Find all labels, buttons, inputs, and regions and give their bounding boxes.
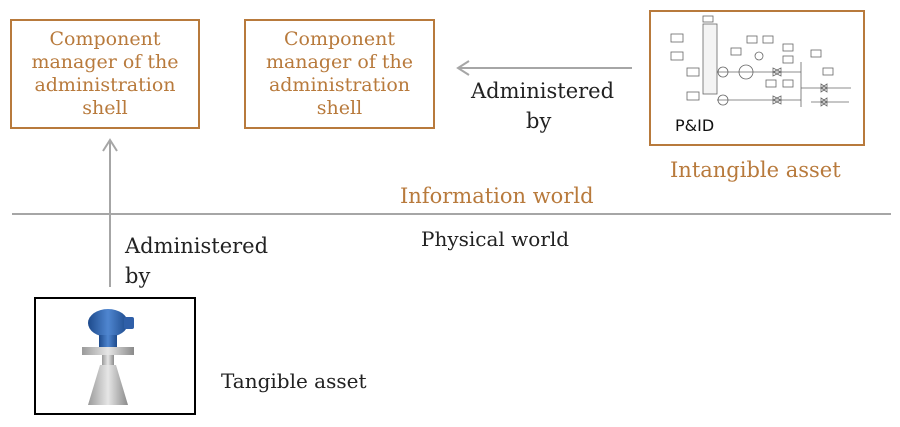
tangible-asset-label: Tangible asset <box>221 369 367 393</box>
pid-diagram-box: P&ID <box>649 10 865 146</box>
world-divider <box>12 213 891 215</box>
arrow-horizontal-label-line1: Administered <box>471 79 615 103</box>
component-manager-left-text: Component manager of the administration … <box>31 28 178 120</box>
component-manager-box-left: Component manager of the administration … <box>10 19 200 129</box>
component-manager-left-line3: administration <box>34 74 176 96</box>
information-world-label: Information world <box>400 184 594 208</box>
component-manager-left-line2: manager of the <box>31 51 179 73</box>
component-manager-left-line1: Component <box>49 28 161 50</box>
component-manager-right-line3: administration <box>268 74 411 96</box>
arrow-horizontal <box>456 60 632 76</box>
arrow-horizontal-label-line2: by <box>526 109 552 133</box>
component-manager-right-line2: manager of the <box>265 51 414 73</box>
component-manager-box-right: Component manager of the administration … <box>244 19 435 129</box>
component-manager-right-line4: shell <box>316 97 363 119</box>
component-manager-right-line1: Component <box>284 28 395 50</box>
component-manager-right-text: Component manager of the administration … <box>266 28 413 120</box>
physical-world-label: Physical world <box>421 227 570 251</box>
intangible-asset-label: Intangible asset <box>670 158 841 182</box>
arrow-vertical-label: Administered by <box>125 231 268 291</box>
component-manager-left-line4: shell <box>82 97 128 119</box>
pid-label: P&ID <box>675 116 715 135</box>
arrow-horizontal-label: Administered by <box>471 76 621 136</box>
arrow-vertical-label-line1: Administered <box>125 234 269 258</box>
pid-diagram-icon <box>670 15 851 107</box>
radar-level-transmitter-icon <box>82 309 134 405</box>
tangible-asset-box <box>34 297 196 415</box>
arrow-vertical-label-line2: by <box>125 264 151 288</box>
